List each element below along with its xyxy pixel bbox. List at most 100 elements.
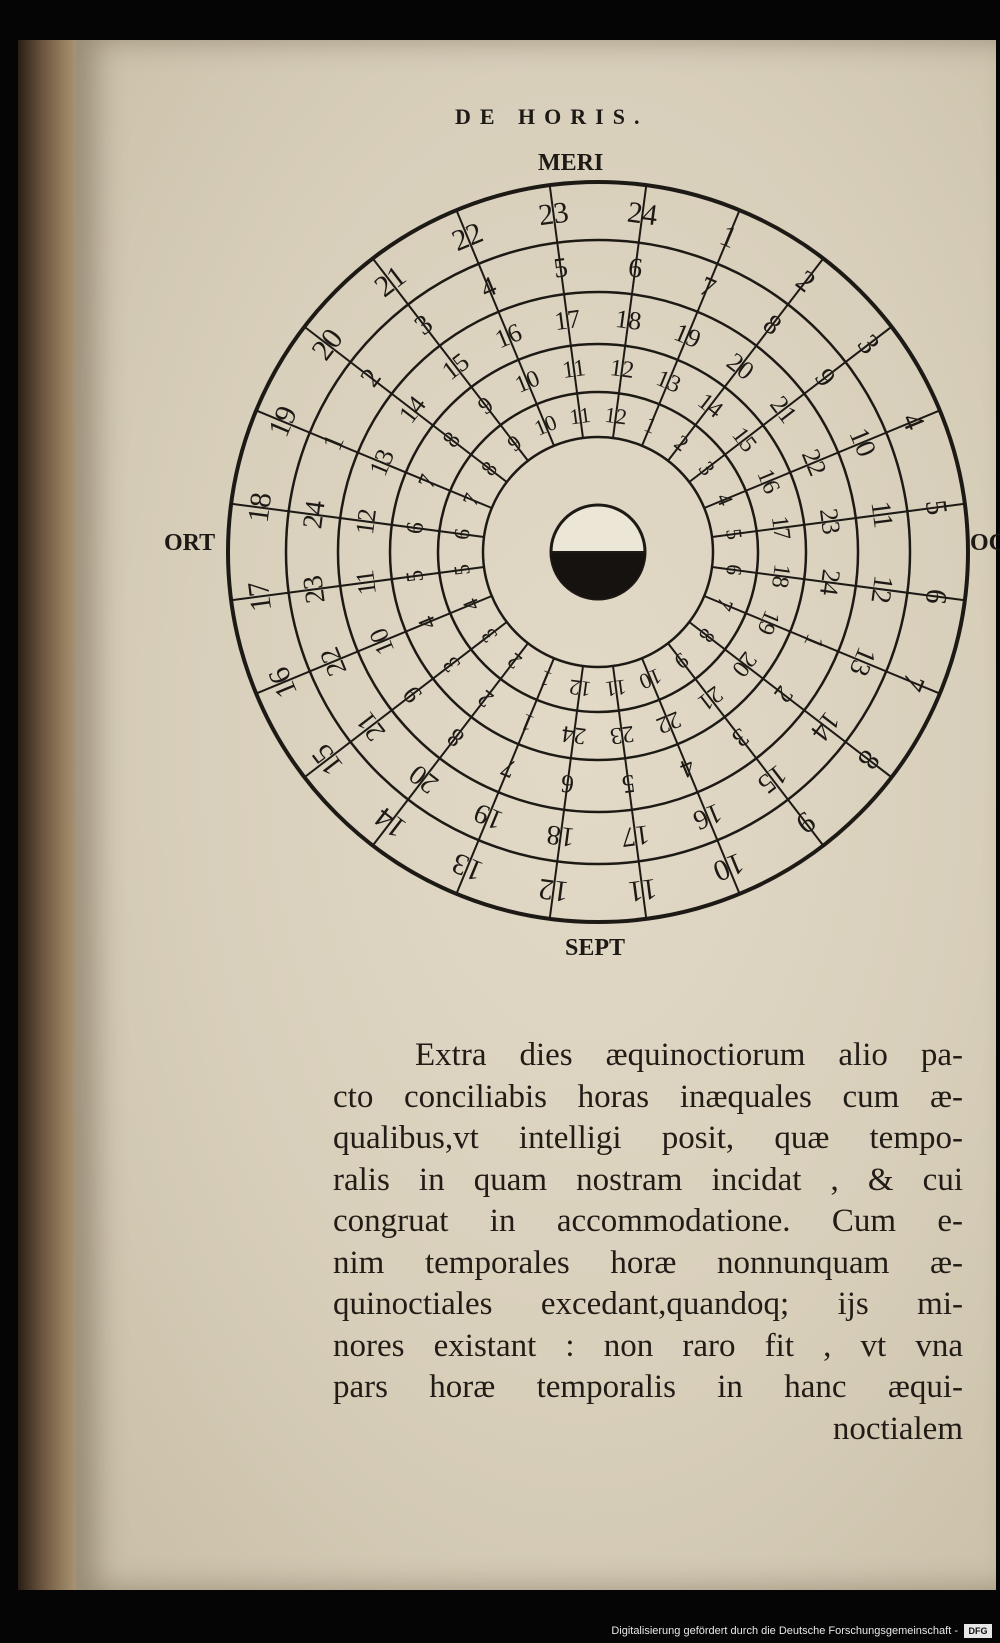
- dial-hour-number: 13: [447, 846, 487, 888]
- dial-hour-number: 11: [864, 499, 898, 530]
- text-line: ralis in quam nostram incidat , & cui: [333, 1161, 963, 1198]
- dial-hour-number: 9: [502, 430, 526, 457]
- dial-hour-number: 9: [473, 392, 498, 420]
- text-line: cto conciliabis horas inæquales cum æ-: [333, 1078, 963, 1115]
- dial-hour-number: 18: [766, 562, 795, 589]
- text-line: congruat in accommodatione. Cum e-: [333, 1203, 963, 1239]
- dial-hour-number: 1: [536, 665, 556, 692]
- dial-hour-number: 13: [652, 365, 684, 398]
- dial-sector-line: [612, 185, 648, 439]
- dial-hour-number: 8: [442, 722, 470, 753]
- body-text: Extra dies æquinoctiorum alio pa- cto co…: [333, 1035, 963, 1450]
- dial-hour-number: 7: [711, 595, 738, 615]
- dial-hour-number: 7: [895, 669, 931, 695]
- dial-hour-number: 4: [457, 595, 484, 615]
- dial-hour-number: 5: [449, 563, 475, 577]
- dial-hour-number: 6: [402, 520, 429, 535]
- dial-hour-number: 8: [851, 744, 886, 776]
- dial-sector-line: [303, 325, 508, 483]
- dial-hour-number: 14: [693, 388, 728, 423]
- dial-hour-number: 24: [560, 720, 587, 749]
- dial-hour-number: 10: [530, 409, 560, 441]
- dial-hour-number: 11: [604, 675, 628, 703]
- dial-sector-line: [231, 502, 485, 538]
- dial-hour-number: 10: [843, 424, 882, 462]
- text-line: quinoctiales excedant,quandoq; ijs mi-: [333, 1286, 963, 1322]
- dial-hour-number: 9: [790, 805, 822, 840]
- text-line: qualibus,vt intelligi posit, quæ tempo-: [333, 1120, 963, 1156]
- dial-hour-number: 19: [470, 797, 508, 836]
- dial-hour-number: 2: [473, 684, 498, 712]
- dial-sector-line: [455, 209, 555, 447]
- dial-hour-number: 4: [711, 490, 738, 510]
- dial-hour-number: 7: [497, 752, 520, 784]
- dial-sector-line: [371, 642, 529, 847]
- dial-hour-number: 8: [757, 309, 787, 342]
- dial-hour-number: 15: [436, 347, 474, 386]
- dial-hour-number: 11: [561, 355, 587, 384]
- dial-sector-line: [255, 595, 493, 695]
- dial-hour-number: 8: [694, 624, 721, 648]
- dial-ring-circle: [284, 238, 912, 866]
- dial-hour-number: 8: [438, 427, 466, 452]
- dial-hour-number: 16: [262, 662, 304, 702]
- dial-hour-number: 9: [670, 648, 694, 675]
- dial-hour-number: 6: [559, 769, 576, 799]
- dial-hour-number: 24: [625, 196, 659, 233]
- dial-hour-number: 13: [843, 643, 882, 681]
- dial-hour-number: 21: [693, 680, 728, 715]
- dial-label-sept: SEPT: [565, 935, 626, 961]
- text-line: Extra dies æquinoctiorum alio pa-: [415, 1037, 963, 1073]
- dial-hour-number: 17: [242, 579, 279, 613]
- dial-sector-line: [688, 325, 893, 483]
- dial-hour-number: 17: [553, 304, 583, 336]
- dial-hour-number: 19: [262, 401, 304, 441]
- text-line: nores existant : non raro fit , vt vna: [333, 1327, 963, 1364]
- dial-hour-number: 2: [768, 680, 799, 708]
- dial-sector-line: [612, 665, 648, 919]
- dial-hour-number: 19: [670, 317, 705, 354]
- dial-hour-number: 9: [808, 363, 841, 393]
- dial-sector-line: [703, 595, 941, 695]
- dial-hour-number: 16: [491, 317, 526, 354]
- dial-label-ort: ORT: [164, 530, 216, 556]
- dial-hour-number: 24: [814, 568, 846, 598]
- dial-hour-number: 2: [502, 648, 526, 675]
- dial-hour-number: 10: [636, 663, 666, 695]
- dial-hour-number: 21: [368, 259, 412, 303]
- dial-hour-number: 2: [790, 264, 822, 299]
- dial-hour-number: 1: [798, 630, 830, 653]
- dial-hour-number: 7: [414, 471, 443, 492]
- dial-hour-number: 3: [409, 309, 439, 342]
- dial-hour-number: 6: [449, 527, 475, 541]
- dial-hour-number: 17: [766, 514, 795, 541]
- dial-hour-number: 23: [297, 573, 331, 605]
- dial-sector-line: [711, 566, 965, 602]
- dial-hour-number: 22: [796, 445, 833, 480]
- dial-hour-number: 4: [895, 408, 931, 434]
- dial-sector-line: [641, 209, 741, 447]
- dial-hour-number: 1: [715, 219, 741, 255]
- dial-hour-number: 16: [751, 466, 784, 498]
- dial-hour-number: 3: [476, 624, 503, 648]
- dial-hour-number: 23: [814, 507, 846, 537]
- dial-hour-number: 21: [764, 390, 803, 428]
- dial-hour-number: 5: [402, 568, 429, 583]
- dial-sector-line: [255, 409, 493, 509]
- dial-hour-number: 6: [721, 563, 747, 577]
- dial-hour-number: 10: [363, 624, 400, 659]
- dial-hour-number: 16: [689, 797, 727, 836]
- dial-sector-line: [711, 502, 965, 538]
- dial-center-shadow: [551, 552, 645, 599]
- dial-hour-number: 1: [517, 708, 538, 737]
- dial-hour-number: 5: [721, 527, 747, 541]
- dial-hour-number: 24: [297, 499, 331, 531]
- dial-hour-number: 20: [721, 347, 759, 386]
- dial-sector-line: [371, 257, 529, 462]
- dial-hour-number: 4: [414, 612, 443, 633]
- dial-hour-number: 21: [350, 706, 392, 747]
- dial-hour-number: 15: [726, 423, 761, 458]
- dial-hour-number: 6: [919, 587, 954, 606]
- text-line: pars horæ temporalis in hanc æqui-: [333, 1369, 963, 1405]
- dial-hour-number: 13: [363, 445, 400, 480]
